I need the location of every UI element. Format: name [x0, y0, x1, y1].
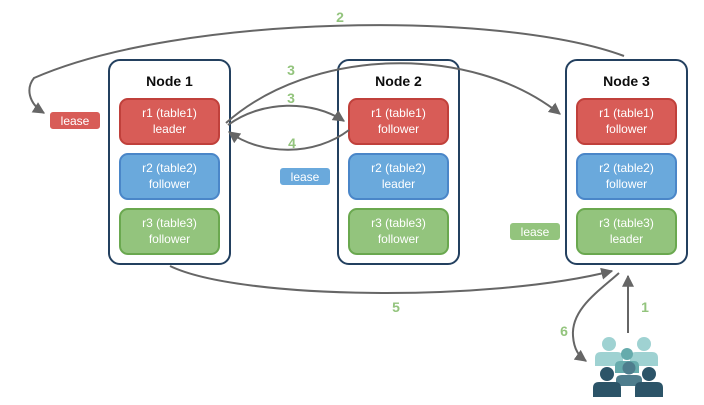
replica-label: r2 (table2) — [142, 160, 197, 175]
replica-role: follower — [148, 231, 191, 246]
replica-node1-r2: r2 (table2) follower — [119, 153, 220, 200]
replica-label: r2 (table2) — [371, 160, 426, 175]
replica-role: follower — [148, 176, 191, 191]
lease-badge-red: lease — [48, 110, 102, 131]
arrow-5-node1-to-node3 — [169, 265, 614, 294]
arrow-label-2: 2 — [336, 9, 344, 25]
replica-node3-r2: r2 (table2) follower — [576, 153, 677, 200]
replica-node1-r3: r3 (table3) follower — [119, 208, 220, 255]
replica-label: r3 (table3) — [599, 215, 654, 230]
replica-label: r2 (table2) — [599, 160, 654, 175]
node-2-box: Node 2 r1 (table1) follower r2 (table2) … — [337, 59, 460, 265]
arrow-label-3-long: 3 — [287, 62, 295, 78]
replica-label: r1 (table1) — [599, 105, 654, 120]
lease-badge-blue: lease — [278, 166, 332, 187]
lease-badge-green: lease — [508, 221, 562, 242]
replica-node3-r3: r3 (table3) leader — [576, 208, 677, 255]
replica-role: follower — [377, 121, 420, 136]
node-title: Node 3 — [603, 73, 650, 89]
arrow-3-node1-to-node2 — [227, 104, 346, 126]
replica-role: leader — [609, 231, 644, 246]
replica-role: leader — [152, 121, 187, 136]
arrow-label-3-short: 3 — [287, 90, 295, 106]
replica-node3-r1: r1 (table1) follower — [576, 98, 677, 145]
replica-node2-r1: r1 (table1) follower — [348, 98, 449, 145]
replica-node2-r3: r3 (table3) follower — [348, 208, 449, 255]
node-title: Node 1 — [146, 73, 193, 89]
replica-role: leader — [381, 176, 416, 191]
node-3-box: Node 3 r1 (table1) follower r2 (table2) … — [565, 59, 688, 265]
arrow-label-1: 1 — [641, 299, 649, 315]
arrow-6-node3-to-users — [571, 272, 620, 362]
replica-role: follower — [605, 176, 648, 191]
replica-role: follower — [377, 231, 420, 246]
replica-label: r1 (table1) — [142, 105, 197, 120]
replica-label: r3 (table3) — [371, 215, 426, 230]
replica-node2-r2: r2 (table2) leader — [348, 153, 449, 200]
replica-role: follower — [605, 121, 648, 136]
replica-label: r1 (table1) — [371, 105, 426, 120]
users-icon — [593, 337, 663, 397]
node-title: Node 2 — [375, 73, 422, 89]
node-1-box: Node 1 r1 (table1) leader r2 (table2) fo… — [108, 59, 231, 265]
arrow-label-4: 4 — [288, 135, 296, 151]
arrow-label-5: 5 — [392, 299, 400, 315]
replica-label: r3 (table3) — [142, 215, 197, 230]
replica-node1-r1: r1 (table1) leader — [119, 98, 220, 145]
arrow-label-6: 6 — [560, 323, 568, 339]
